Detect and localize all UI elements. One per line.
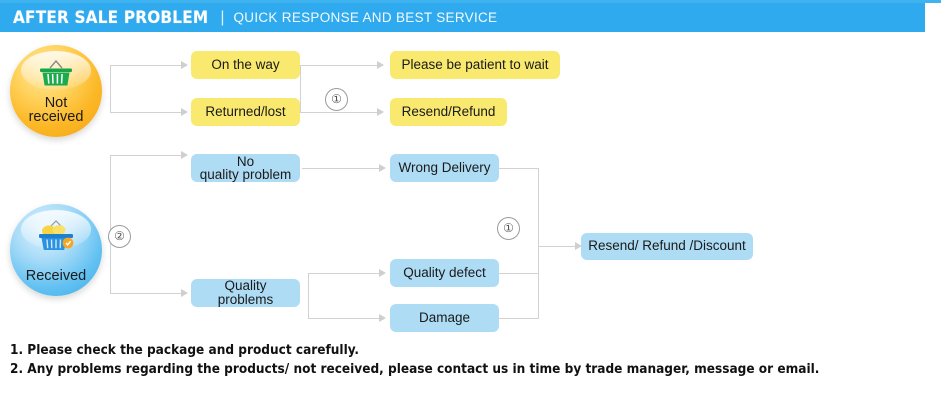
header-top-sliver <box>0 0 941 3</box>
node-not-received: Not received <box>10 45 102 137</box>
step-marker-2-left: ② <box>108 225 131 248</box>
label-line-2: received <box>28 109 84 125</box>
box-on-the-way: On the way <box>191 51 300 79</box>
arrowhead-quality-problems <box>181 289 188 297</box>
flow-diagram: Not received Received <box>0 32 941 337</box>
arrowhead-on-the-way <box>181 61 188 69</box>
step-marker-1-top: ① <box>325 88 348 111</box>
box-label-line-2: quality problem <box>199 167 292 182</box>
box-returned-lost: Returned/lost <box>191 98 300 126</box>
connector-top-bracket <box>300 65 301 113</box>
header-separator: | <box>220 8 225 26</box>
arrowhead-resolution <box>575 242 582 250</box>
box-label-line-1: No <box>236 153 255 169</box>
full-shopping-basket-icon <box>33 219 79 260</box>
connector-on-the-way-to-wait <box>300 65 378 66</box>
header-subtitle: QUICK RESPONSE AND BEST SERVICE <box>233 10 498 25</box>
connector-to-quality-defect <box>308 273 380 274</box>
footer-notes: 1. Please check the package and product … <box>10 341 930 378</box>
box-resend-refund: Resend/Refund <box>390 98 507 126</box>
step-marker-1-right: ① <box>497 217 520 240</box>
footer-note-2: 2. Any problems regarding the products/ … <box>10 360 820 377</box>
connector-quality-defect-out <box>499 273 539 274</box>
shopping-basket-icon <box>37 59 75 95</box>
arrowhead-returned-lost <box>181 108 188 116</box>
header-bar: AFTER SALE PROBLEM | QUICK RESPONSE AND … <box>0 3 925 32</box>
connector-to-on-the-way <box>110 65 182 66</box>
connector-quality-bracket <box>308 273 309 318</box>
connector-merge-trunk <box>538 168 539 318</box>
box-damage: Damage <box>390 304 499 332</box>
box-please-be-patient: Please be patient to wait <box>390 51 560 79</box>
connector-wrong-delivery-out <box>499 168 539 169</box>
connector-to-quality-problems <box>110 293 182 294</box>
connector-to-no-quality-problem <box>110 155 182 156</box>
connector-to-wrong-delivery <box>302 168 380 169</box>
node-not-received-label: Not received <box>28 95 84 125</box>
connector-to-damage <box>308 318 380 319</box>
arrowhead-resend-refund <box>377 108 384 116</box>
connector-to-returned-lost <box>110 112 182 113</box>
arrowhead-damage <box>379 314 386 322</box>
footer-note-1: 1. Please check the package and product … <box>10 342 360 358</box>
box-resend-refund-discount: Resend/ Refund /Discount <box>581 233 753 260</box>
box-no-quality-problem: No quality problem <box>191 154 300 182</box>
label-line-1: Not <box>44 95 68 111</box>
connector-returned-to-resend <box>300 112 378 113</box>
arrowhead-quality-defect <box>379 269 386 277</box>
connector-not-received-trunk <box>110 65 111 113</box>
box-wrong-delivery: Wrong Delivery <box>390 154 499 182</box>
connector-received-trunk <box>110 155 111 293</box>
arrowhead-wrong-delivery <box>379 164 386 172</box>
box-quality-problems: Quality problems <box>191 278 300 307</box>
page-title: AFTER SALE PROBLEM <box>13 7 209 28</box>
arrowhead-please-wait <box>377 61 384 69</box>
node-received: Received <box>10 204 102 296</box>
node-received-label: Received <box>25 268 87 284</box>
connector-to-resolution <box>538 246 578 247</box>
connector-damage-out <box>499 318 539 319</box>
arrowhead-no-quality-problem <box>181 151 188 159</box>
box-quality-defect: Quality defect <box>390 259 499 287</box>
